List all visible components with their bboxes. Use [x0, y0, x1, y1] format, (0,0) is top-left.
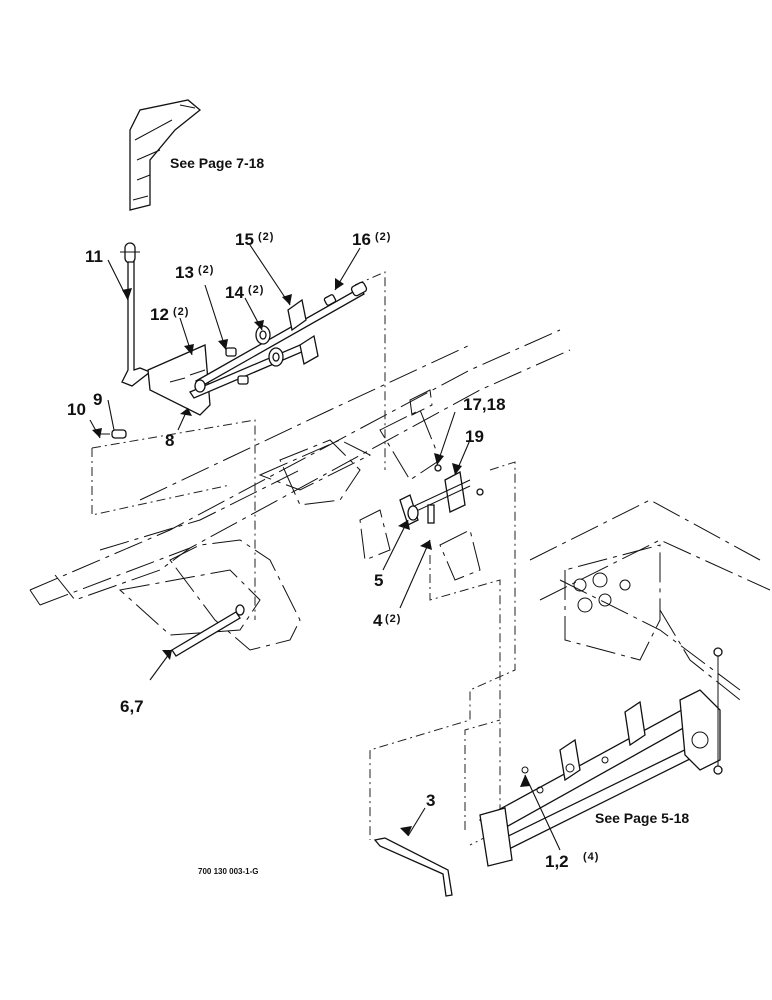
callout-4: 4 [373, 611, 383, 630]
connector-frame-left [91, 419, 256, 620]
reference-top: See Page 7-18 [170, 155, 264, 171]
pin [98, 429, 127, 439]
callout-16-qty: (2) [375, 231, 391, 243]
callout-1-2: 1,2 [545, 852, 569, 871]
callout-6-7: 6,7 [120, 697, 144, 716]
leader-lines [89, 244, 561, 851]
link-rod [373, 837, 453, 897]
callout-16: 16 [352, 230, 371, 249]
main-frame [29, 329, 571, 651]
connector-frame-bottom [464, 719, 501, 830]
callout-13: 13 [175, 263, 194, 282]
clips [287, 298, 319, 366]
callout-4-qty: (2) [385, 613, 401, 625]
connector-frame-top [354, 271, 386, 470]
bushings [194, 325, 284, 393]
callout-12: 12 [150, 305, 169, 324]
reference-bottom: See Page 5-18 [595, 810, 689, 826]
callout-5: 5 [374, 571, 383, 590]
cylinder-assembly [479, 647, 723, 867]
callout-3: 3 [426, 791, 435, 810]
right-frame [529, 499, 771, 701]
callout-11: 11 [85, 247, 103, 266]
callout-17-18: 17,18 [463, 395, 506, 414]
callout-19: 19 [465, 427, 484, 446]
shafts [189, 281, 368, 399]
callout-12-qty: (2) [173, 306, 189, 318]
callout-1-2-qty: (4) [583, 851, 599, 863]
callouts: 11 15 (2) 16 (2) 13 (2) 14 (2) 12 (2) 10… [67, 230, 599, 871]
callout-14-qty: (2) [248, 284, 264, 296]
callout-13-qty: (2) [198, 264, 214, 276]
connector-frame-mid [429, 555, 501, 846]
bolt [171, 604, 245, 657]
callout-15-qty: (2) [258, 231, 274, 243]
lever-rod [120, 242, 152, 387]
callout-15: 15 [235, 230, 254, 249]
arrowheads [92, 278, 530, 836]
control-lever [129, 99, 202, 211]
callout-9: 9 [93, 390, 102, 409]
callout-10: 10 [67, 400, 86, 419]
callout-8: 8 [165, 431, 174, 450]
drawing-number: 700 130 003-1-G [198, 867, 259, 876]
callout-14: 14 [225, 283, 244, 302]
pivot-bracket [399, 464, 484, 526]
connector-frame-right [369, 461, 516, 840]
